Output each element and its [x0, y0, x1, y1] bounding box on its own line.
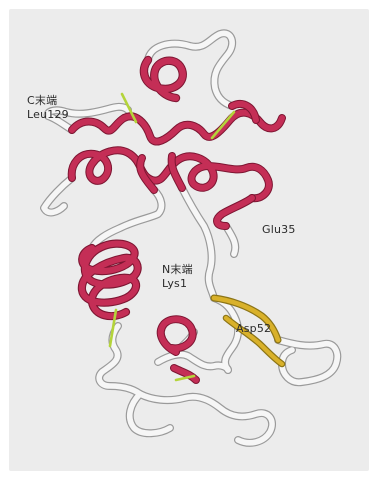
n-terminus-label: N末端 [162, 263, 193, 277]
c-terminal-residue-label: Leu129 [27, 108, 69, 122]
c-terminus-label: C末端 [27, 94, 57, 108]
coil-regions [44, 33, 337, 443]
asp52-label: Asp52 [236, 322, 271, 336]
helix-n-terminal [82, 244, 138, 316]
glu35-label: Glu35 [262, 223, 296, 237]
helix-glu35-end [217, 198, 252, 226]
helix-top [144, 60, 183, 98]
n-terminal-residue-label: Lys1 [162, 277, 187, 291]
helix-middle-band [72, 150, 269, 198]
